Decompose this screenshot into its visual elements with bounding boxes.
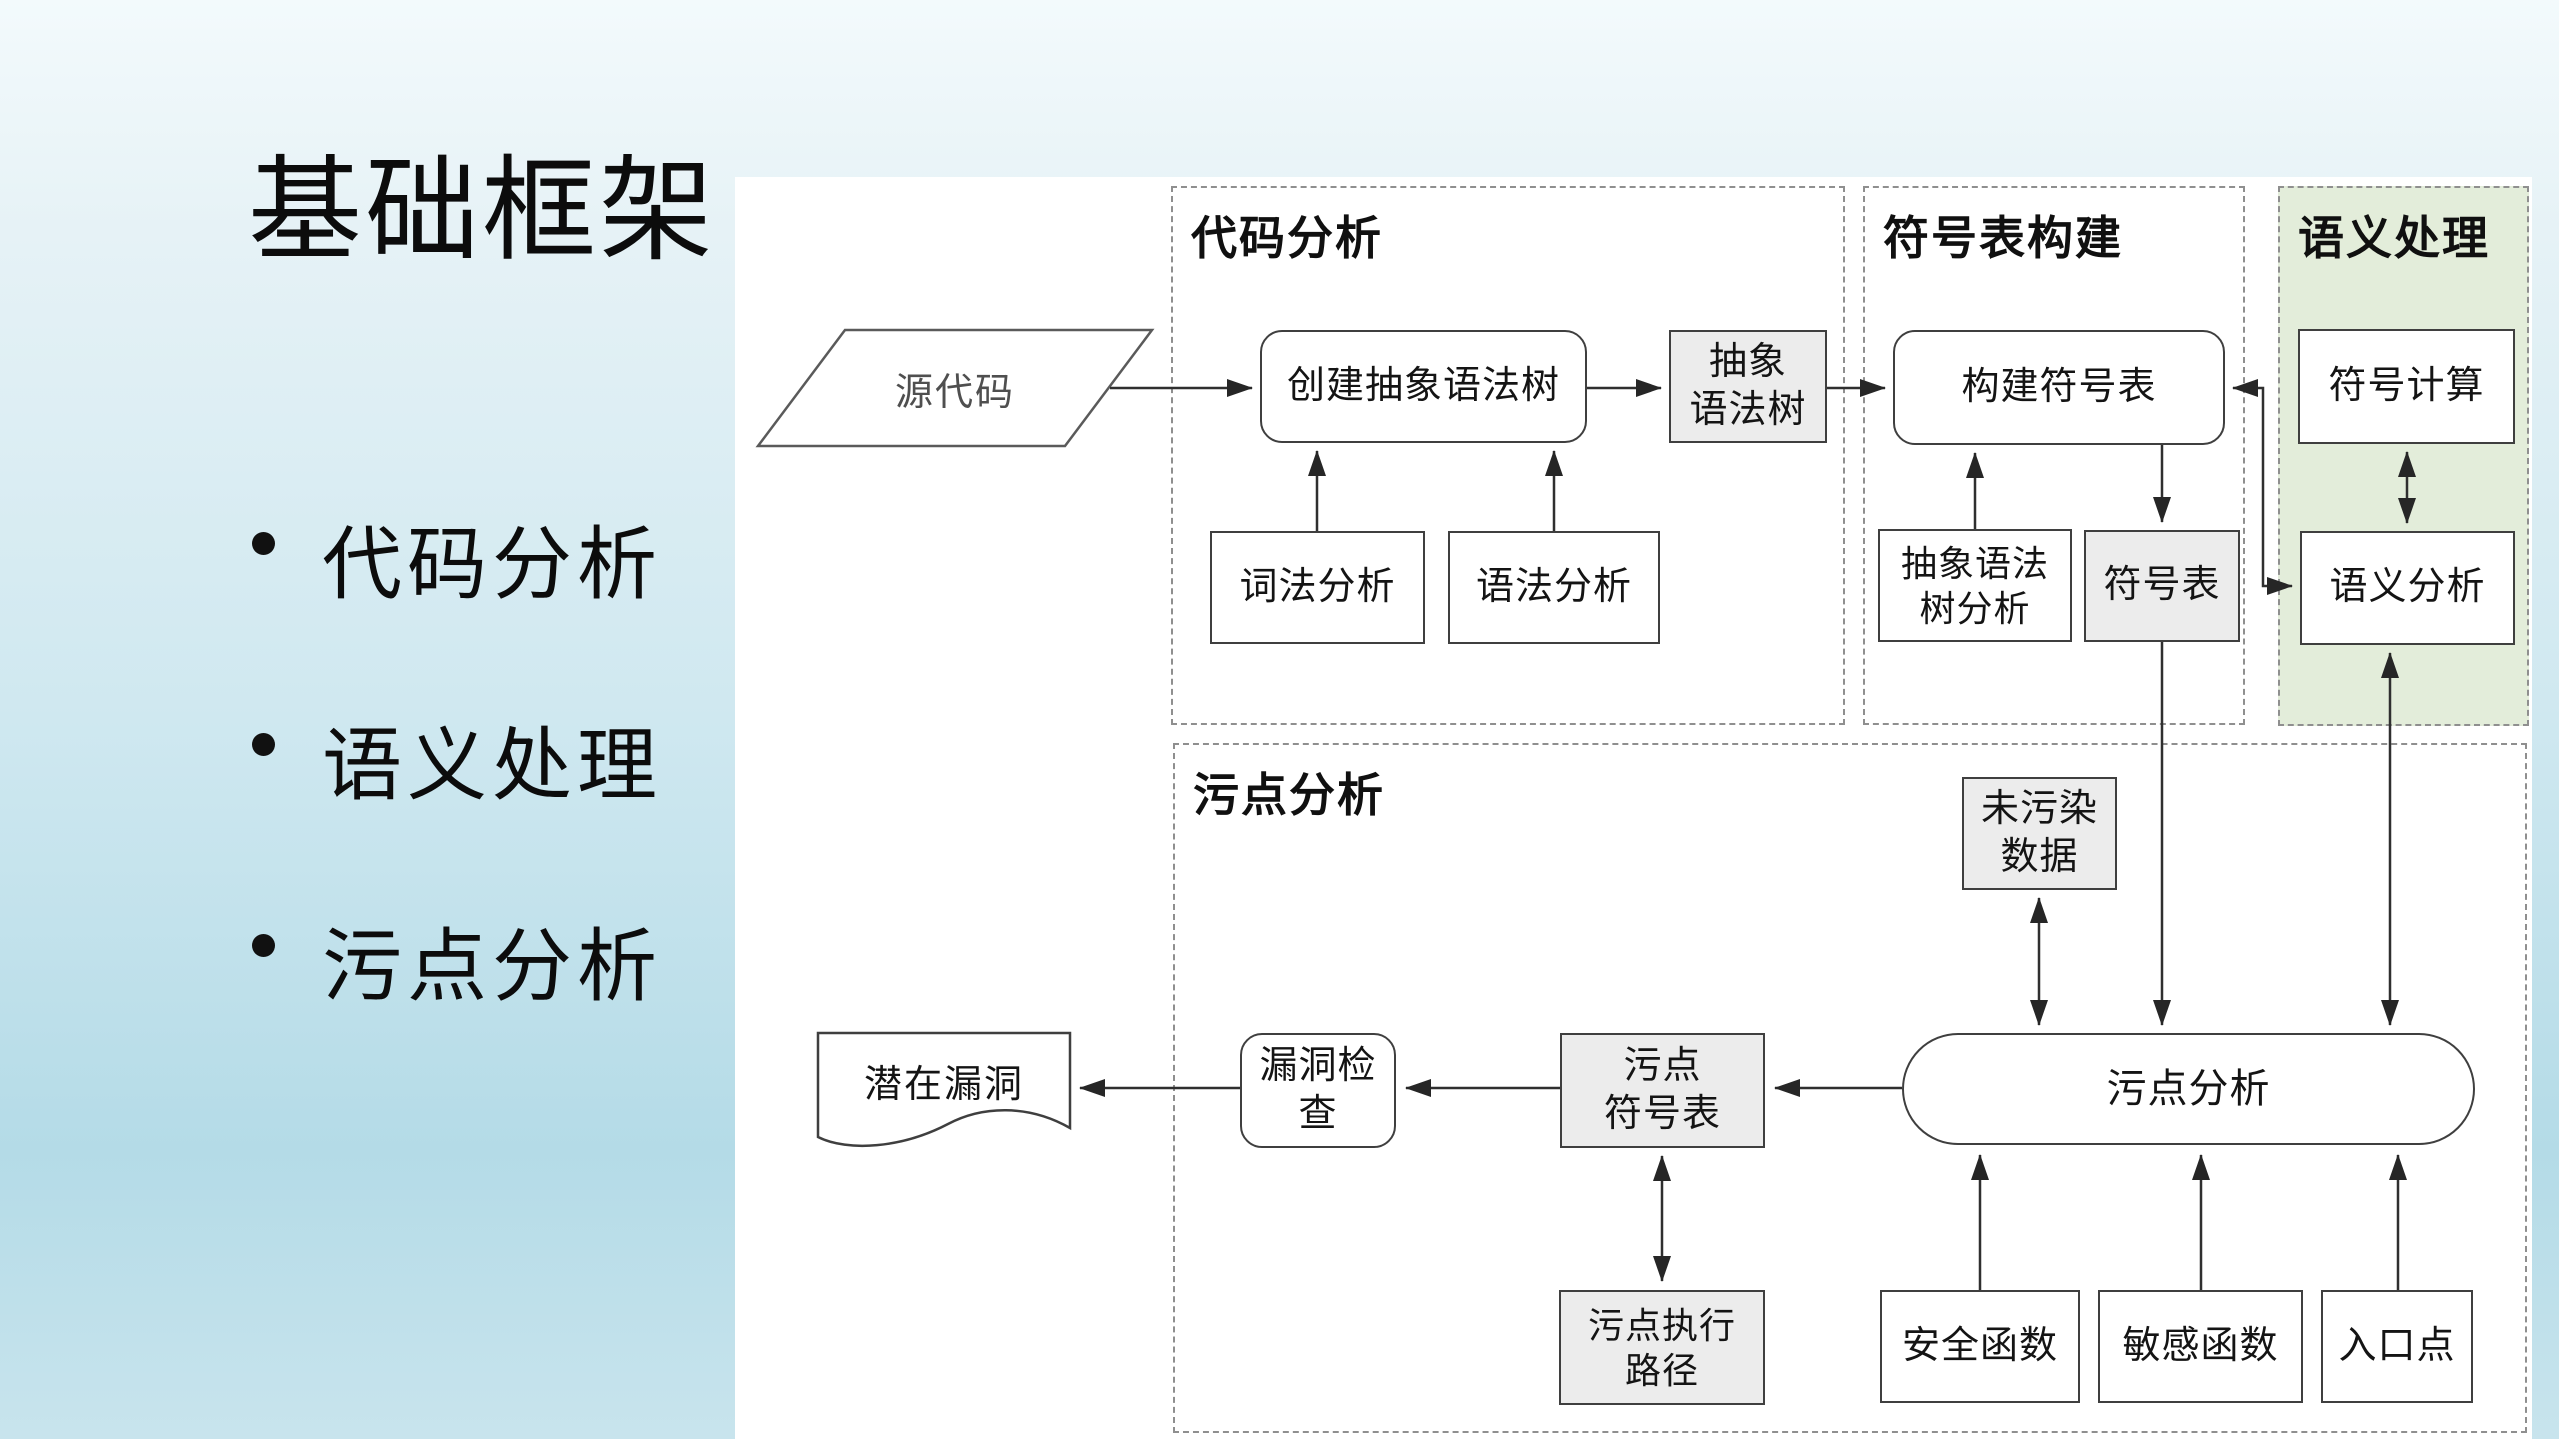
node-lexical-analysis: 词法分析 <box>1210 531 1425 644</box>
bullet-dot <box>252 532 275 555</box>
group-title-symtab-build: 符号表构建 <box>1883 212 2123 264</box>
bullet-dot <box>252 733 275 756</box>
node-vuln-check: 漏洞检查 <box>1240 1033 1396 1148</box>
group-symtab-build: 符号表构建 <box>1863 186 2245 725</box>
bullet-label-semantic: 语义处理 <box>322 723 662 811</box>
node-safe-functions: 安全函数 <box>1880 1290 2080 1403</box>
node-taint-exec-path: 污点执行 路径 <box>1559 1290 1765 1405</box>
node-build-symtab: 构建符号表 <box>1893 330 2225 445</box>
node-taint-analysis: 污点分析 <box>1902 1033 2475 1145</box>
bullet-label-code-analysis: 代码分析 <box>322 522 662 610</box>
group-code-analysis: 代码分析 <box>1171 186 1845 725</box>
node-ast-analysis: 抽象语法 树分析 <box>1878 529 2072 642</box>
node-source-code: 源代码 <box>894 371 1015 414</box>
bullet-label-taint: 污点分析 <box>322 924 662 1012</box>
node-sensitive-functions: 敏感函数 <box>2098 1290 2303 1403</box>
group-title-code-analysis: 代码分析 <box>1191 212 1383 264</box>
node-create-ast: 创建抽象语法树 <box>1260 330 1587 443</box>
node-taint-symtab: 污点 符号表 <box>1560 1033 1765 1148</box>
node-sem-analysis: 语义分析 <box>2300 531 2515 645</box>
node-entry-point: 入口点 <box>2321 1290 2473 1403</box>
bullet-dot <box>252 934 275 957</box>
group-title-semantic: 语义处理 <box>2298 212 2490 264</box>
group-title-taint-analysis: 污点分析 <box>1193 769 1385 821</box>
node-untainted-data: 未污染 数据 <box>1962 777 2117 890</box>
node-syntax-analysis: 语法分析 <box>1448 531 1660 644</box>
node-ast: 抽象 语法树 <box>1669 330 1827 443</box>
node-symtab: 符号表 <box>2084 530 2240 642</box>
node-sym-calc: 符号计算 <box>2298 329 2515 444</box>
page-title: 基础框架 <box>248 148 717 275</box>
group-semantic: 语义处理 <box>2278 186 2529 726</box>
node-potential-vulnerability: 潜在漏洞 <box>863 1063 1024 1106</box>
